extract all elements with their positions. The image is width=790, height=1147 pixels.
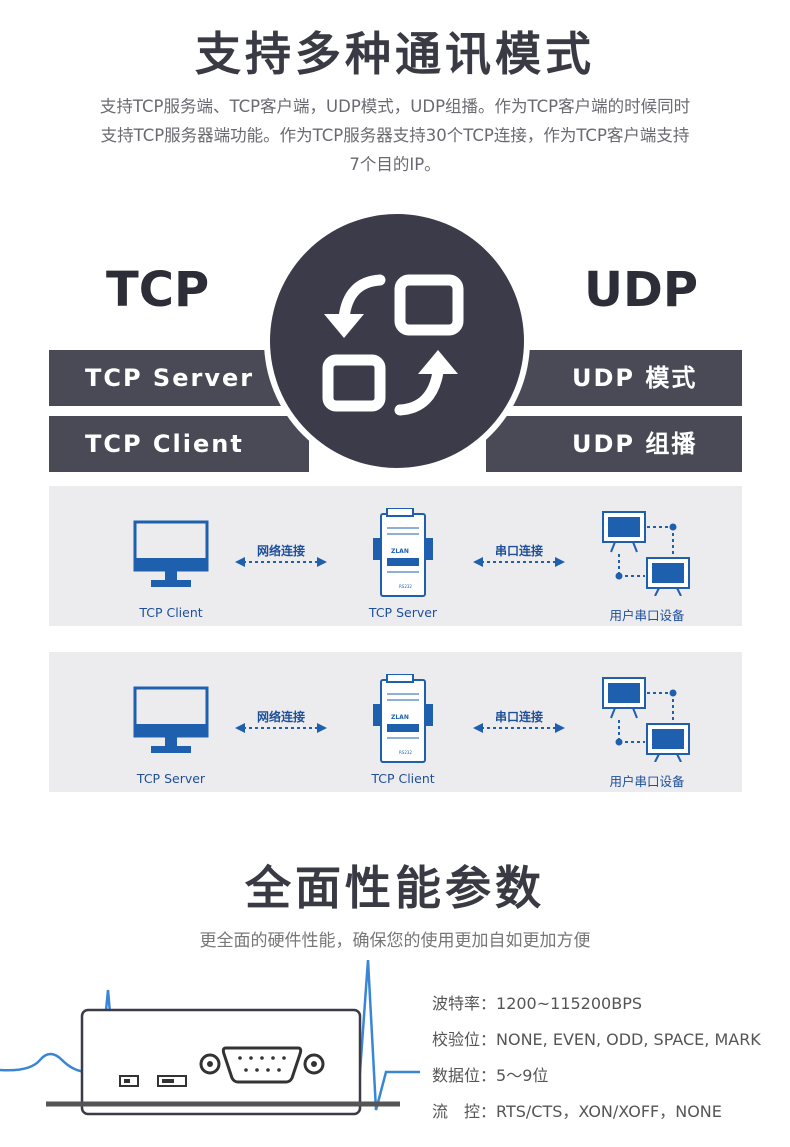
device-port-text: RS232 (399, 584, 412, 589)
center-circle (270, 214, 524, 468)
swap-arrows-icon (322, 274, 464, 416)
device-brand-text: ZLAN (391, 548, 409, 555)
udp-heading: UDP (584, 262, 698, 318)
spec-label: 流 控： (432, 1102, 497, 1121)
spec-databits: 数据位：5～9位 (432, 1062, 548, 1086)
diagram-panel: TCP Client 网络连接 ZLAN RS232 TCP Server 串口… (49, 486, 742, 626)
diagram-panel: TCP Server 网络连接 ZLAN RS232 TCP Client 串口… (49, 652, 742, 792)
spec-value: NONE, EVEN, ODD, SPACE, MARK (496, 1030, 761, 1049)
spec-label: 数据位： (432, 1066, 497, 1085)
section-title-specs: 全面性能参数 (245, 861, 545, 915)
middle-label: TCP Server (368, 605, 438, 620)
monitor-icon (133, 686, 209, 753)
intro-line: 支持TCP服务端、TCP客户端，UDP模式，UDP组播。作为TCP客户端的时候同… (99, 97, 691, 116)
spec-value: 5～9位 (496, 1066, 549, 1085)
serial-server-device-icon: ZLAN RS232 (373, 508, 433, 597)
device-front-illustration (0, 960, 420, 1116)
double-arrow-icon (235, 723, 327, 733)
right-label: 用户串口设备 (609, 774, 685, 789)
serial-devices-icon (602, 677, 690, 762)
device-brand-text: ZLAN (391, 714, 409, 721)
middle-label: TCP Client (371, 771, 435, 786)
intro-text: 支持TCP服务端、TCP客户端，UDP模式，UDP组播。作为TCP客户端的时候同… (40, 92, 750, 179)
specs-subtitle: 更全面的硬件性能，确保您的使用更加自如更加方便 (199, 931, 591, 951)
spec-baud: 波特率：1200~115200BPS (432, 990, 642, 1014)
mode-udp-multicast: UDP 组播 (486, 416, 742, 472)
spec-value: 1200~115200BPS (496, 994, 642, 1013)
section-title-modes: 支持多种通讯模式 (195, 27, 595, 81)
left-label: TCP Server (136, 771, 206, 786)
device-port-text: RS232 (399, 750, 412, 755)
spec-flowcontrol: 流 控：RTS/CTS，XON/XOFF，NONE (432, 1098, 722, 1122)
spec-label: 波特率： (432, 994, 497, 1013)
tcp-heading: TCP (106, 262, 210, 318)
spec-value: RTS/CTS，XON/XOFF，NONE (496, 1102, 722, 1121)
mode-tcp-client: TCP Client (49, 416, 309, 472)
left-label: TCP Client (139, 605, 203, 620)
serial-server-device-icon: ZLAN RS232 (373, 674, 433, 763)
double-arrow-icon (473, 723, 565, 733)
intro-line: 7个目的IP。 (349, 155, 441, 174)
spec-parity: 校验位：NONE, EVEN, ODD, SPACE, MARK (432, 1026, 761, 1050)
monitor-icon (133, 520, 209, 587)
spec-label: 校验位： (432, 1030, 497, 1049)
serial-devices-icon (602, 511, 690, 596)
right-label: 用户串口设备 (609, 608, 685, 623)
serial-link-label: 串口连接 (494, 710, 543, 724)
double-arrow-icon (473, 557, 565, 567)
network-link-label: 网络连接 (256, 710, 305, 724)
network-link-label: 网络连接 (256, 544, 305, 558)
serial-link-label: 串口连接 (494, 544, 543, 558)
intro-line: 支持TCP服务器端功能。作为TCP服务器支持30个TCP连接，作为TCP客户端支… (100, 126, 690, 145)
double-arrow-icon (235, 557, 327, 567)
